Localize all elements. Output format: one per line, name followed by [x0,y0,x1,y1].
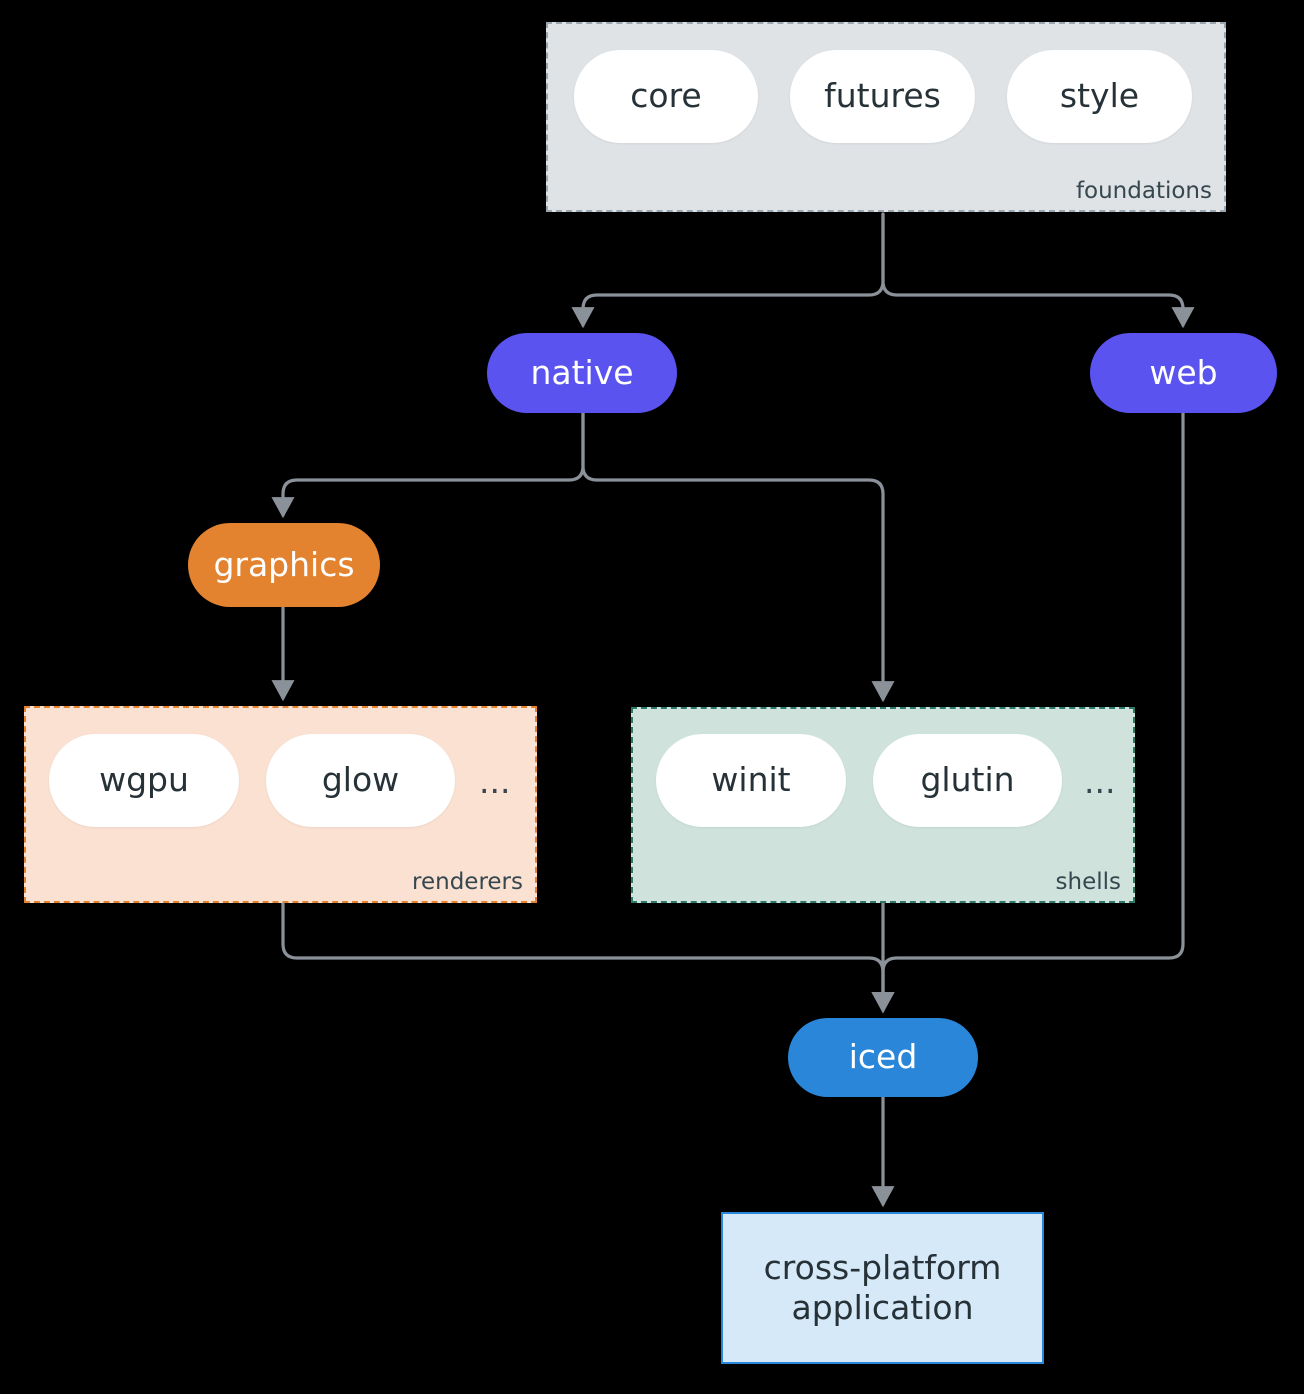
edge-foundations-web [881,212,1195,329]
node-glow-label: glow [321,760,400,800]
node-application-label-line2: application [791,1288,974,1327]
node-winit[interactable]: winit [656,734,846,827]
node-application[interactable]: cross-platform application [721,1212,1044,1364]
node-winit-label: winit [711,760,791,800]
node-wgpu[interactable]: wgpu [49,734,239,827]
node-wgpu-label: wgpu [99,760,189,800]
cluster-foundations-label: foundations [1075,178,1212,204]
cluster-renderers-label: renderers [412,869,523,895]
node-glutin-label: glutin [920,760,1015,800]
node-iced-label: iced [848,1037,918,1077]
edge-native-shells [581,411,895,703]
node-core[interactable]: core [574,50,758,143]
cluster-shells-label: shells [1055,869,1121,895]
node-glow[interactable]: glow [266,734,455,827]
shells-ellipsis: ... [1084,762,1116,801]
node-graphics[interactable]: graphics [188,523,380,607]
node-web[interactable]: web [1090,333,1277,413]
node-iced[interactable]: iced [788,1018,978,1097]
node-application-label-line1: cross-platform [763,1247,1002,1287]
node-style-label: style [1059,76,1140,116]
node-futures[interactable]: futures [790,50,975,143]
node-native[interactable]: native [487,333,677,413]
edge-native-graphics [271,411,585,519]
node-core-label: core [630,76,702,116]
edge-foundations-native [571,212,885,329]
node-native-label: native [530,352,634,392]
node-web-label: web [1149,352,1218,392]
edge-renderers-iced [281,901,895,1014]
node-glutin[interactable]: glutin [873,734,1062,827]
node-futures-label: futures [824,76,941,116]
node-style[interactable]: style [1007,50,1192,143]
node-graphics-label: graphics [213,544,355,584]
renderers-ellipsis: ... [479,762,511,801]
